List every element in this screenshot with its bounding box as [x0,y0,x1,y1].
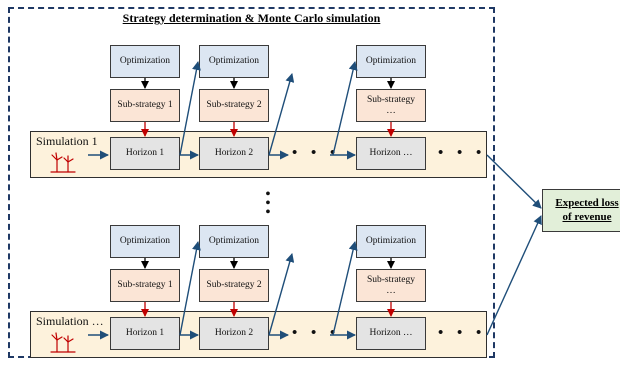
substrategy-box: Sub-strategy 2 [199,269,269,302]
horizon-box: Horizon 2 [199,137,269,170]
horizon-box: Horizon 2 [199,317,269,350]
wind-turbine-icon [50,152,76,173]
simulation-ellipsis: ••• [265,187,271,220]
feedback-arrow [332,241,358,336]
substrategy-box: Sub-strategy 1 [110,89,180,122]
feedback-arrow [268,73,295,156]
simulation-label-1: Simulation 1 [36,134,98,148]
substrategy-box: Sub-strategy … [356,89,426,122]
horizon-box: Horizon … [356,317,426,350]
optimization-box: Optimization [110,225,180,258]
horizon-ellipsis: • • • [438,145,487,161]
optimization-box: Optimization [199,45,269,78]
diagram-title: Strategy determination & Monte Carlo sim… [122,11,381,25]
simulation-label-2: Simulation … [36,314,104,328]
horizon-ellipsis: • • • [292,145,341,161]
horizon-ellipsis: • • • [438,325,487,341]
horizon-box: Horizon 1 [110,317,180,350]
wind-turbine-icon [50,332,76,353]
horizon-box: Horizon … [356,137,426,170]
expected-loss-box: Expected loss of revenue [542,189,620,232]
horizon-ellipsis: • • • [292,325,341,341]
substrategy-box: Sub-strategy 1 [110,269,180,302]
feedback-arrow [332,61,358,156]
expected-loss-line2: of revenue [562,210,612,223]
feedback-arrow [179,61,201,156]
optimization-box: Optimization [356,45,426,78]
optimization-box: Optimization [199,225,269,258]
expected-loss-line1: Expected loss [555,197,619,210]
substrategy-box: Sub-strategy … [356,269,426,302]
optimization-box: Optimization [110,45,180,78]
aggregate-arrow [486,215,542,336]
optimization-box: Optimization [356,225,426,258]
feedback-arrow [268,253,295,336]
aggregate-arrow [486,154,542,209]
feedback-arrow [179,241,201,336]
horizon-box: Horizon 1 [110,137,180,170]
substrategy-box: Sub-strategy 2 [199,89,269,122]
